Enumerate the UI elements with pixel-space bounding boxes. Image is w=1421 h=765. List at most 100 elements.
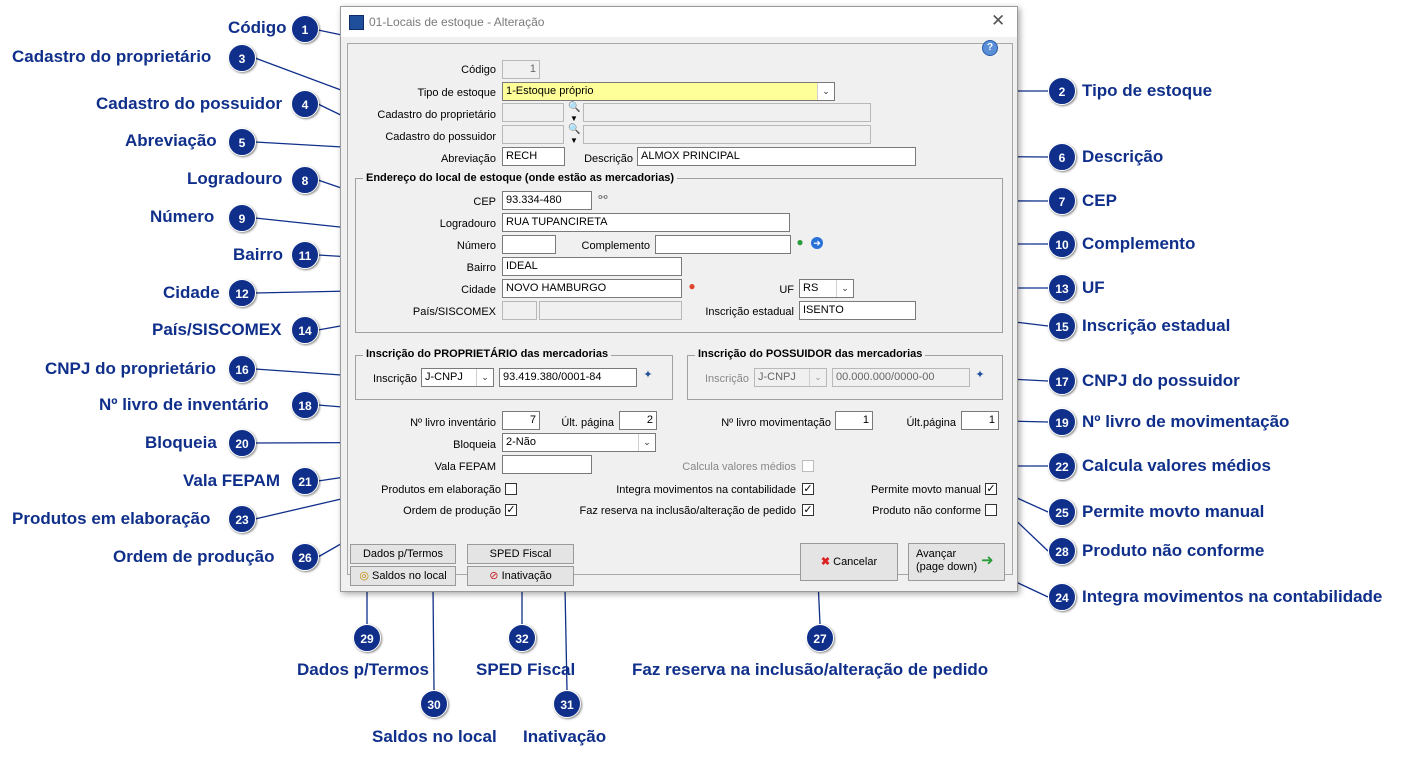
bloqueia-label: Bloqueia [453,439,496,451]
callout-label-17: CNPJ do possuidor [1082,371,1240,390]
callout-badge-9: 9 [228,204,256,232]
search-icon[interactable]: 🔍 [568,124,581,135]
complemento-field[interactable] [655,235,791,254]
pais-code-field[interactable] [502,301,537,320]
numero-label: Número [456,240,496,252]
cad-poss-code-field[interactable] [502,125,564,144]
dados-termos-button[interactable]: Dados p/Termos [350,544,456,564]
nao-conforme-label: Produto não conforme [872,505,981,517]
app-icon [349,15,364,30]
vala-fepam-label: Vala FEPAM [434,461,496,473]
callout-badge-2: 2 [1048,77,1076,105]
directions-icon[interactable]: ➜ [811,237,823,249]
callout-label-31: Inativação [523,727,607,746]
bloqueia-select[interactable]: 2-Não ⌄ [502,433,656,452]
tipo-estoque-select[interactable]: 1-Estoque próprio ⌄ [502,82,835,101]
binoculars-icon[interactable]: ⚯ [598,192,608,204]
callout-badge-15: 15 [1048,312,1076,340]
livro-inv-field[interactable]: 7 [502,411,540,430]
inativacao-button[interactable]: ⊘ Inativação [467,566,574,586]
poss-inscricao-type-value: J-CNPJ [758,371,796,383]
chevron-down-icon[interactable]: ⌄ [638,434,655,451]
receita-icon[interactable]: ✦ [975,369,985,381]
prop-inscricao-type-select[interactable]: J-CNPJ ⌄ [421,368,494,387]
complemento-label: Complemento [581,240,650,252]
faz-reserva-checkbox[interactable]: ✓ [802,504,814,516]
ie-field[interactable]: ISENTO [799,301,916,320]
arrow-down-icon[interactable]: ▼ [570,114,578,123]
cep-field[interactable]: 93.334-480 [502,191,592,210]
cancelar-button[interactable]: ✖ Cancelar [800,543,898,581]
callout-label-5: Abreviação [125,131,217,150]
prod-elab-label: Produtos em elaboração [381,484,501,496]
chevron-down-icon[interactable]: ⌄ [476,369,493,386]
pais-name-field[interactable] [539,301,682,320]
calcula-medios-label: Calcula valores médios [682,461,796,473]
callout-badge-14: 14 [291,316,319,344]
bloqueia-value: 2-Não [506,436,536,448]
integra-label: Integra movimentos na contabilidade [616,484,796,496]
locais-estoque-dialog: 01-Locais de estoque - Alteração ✕ ? Cód… [340,6,1018,592]
cep-label: CEP [473,196,496,208]
livro-mov-field[interactable]: 1 [835,411,873,430]
cidade-field[interactable]: NOVO HAMBURGO [502,279,682,298]
callout-badge-32: 32 [508,624,536,652]
callout-label-3: Cadastro do proprietário [12,47,212,66]
receita-icon[interactable]: ✦ [643,369,653,381]
nao-conforme-checkbox[interactable] [985,504,997,516]
callout-label-8: Logradouro [187,169,283,188]
ult-pagina2-field[interactable]: 1 [961,411,999,430]
callout-badge-3: 3 [228,44,256,72]
saldos-local-button[interactable]: ◎ Saldos no local [350,566,456,586]
ult-pagina-field[interactable]: 2 [619,411,657,430]
callout-badge-13: 13 [1048,274,1076,302]
avancar-button[interactable]: Avançar (page down) ➜ [908,543,1005,581]
uf-select[interactable]: RS ⌄ [799,279,854,298]
chevron-down-icon[interactable]: ⌄ [817,83,834,100]
prod-elab-checkbox[interactable] [505,483,517,495]
arrow-down-icon[interactable]: ▼ [570,136,578,145]
permite-movto-checkbox[interactable]: ✓ [985,483,997,495]
callout-badge-26: 26 [291,543,319,571]
cad-prop-label: Cadastro do proprietário [377,109,496,121]
callout-label-32: SPED Fiscal [476,660,576,679]
descricao-field[interactable]: ALMOX PRINCIPAL [637,147,916,166]
calcula-medios-checkbox[interactable] [802,460,814,472]
ordem-producao-checkbox[interactable]: ✓ [505,504,517,516]
abrev-label: Abreviação [440,153,496,165]
ult-pagina2-label: Últ.página [906,417,956,429]
cad-poss-name-field[interactable] [583,125,871,144]
close-icon[interactable]: ✕ [991,11,1006,30]
search-icon[interactable]: 🔍 [568,102,581,113]
callout-badge-21: 21 [291,467,319,495]
callout-label-24: Integra movimentos na contabilidade [1082,587,1383,606]
map-pin-icon[interactable]: ● [688,279,696,293]
callout-label-28: Produto não conforme [1082,541,1265,560]
callout-badge-31: 31 [553,690,581,718]
descricao-label: Descrição [584,153,633,165]
abrev-field[interactable]: RECH [502,147,565,166]
uf-label: UF [779,284,794,296]
integra-checkbox[interactable]: ✓ [802,483,814,495]
poss-cnpj-field[interactable]: 00.000.000/0000-00 [832,368,970,387]
chevron-down-icon[interactable]: ⌄ [836,280,853,297]
cad-prop-code-field[interactable] [502,103,564,122]
callout-label-26: Ordem de produção [113,547,275,566]
bairro-field[interactable]: IDEAL [502,257,682,276]
help-icon[interactable]: ? [982,40,998,56]
callout-label-18: Nº livro de inventário [99,395,269,414]
numero-field[interactable] [502,235,556,254]
cad-prop-name-field[interactable] [583,103,871,122]
vala-fepam-field[interactable] [502,455,592,474]
map-pin-icon[interactable]: ● [796,235,804,249]
bairro-label: Bairro [466,262,496,274]
logradouro-field[interactable]: RUA TUPANCIRETA [502,213,790,232]
sped-fiscal-button[interactable]: SPED Fiscal [467,544,574,564]
logradouro-label: Logradouro [439,218,496,230]
callout-label-20: Bloqueia [145,433,217,452]
codigo-field[interactable]: 1 [502,60,540,79]
prop-cnpj-field[interactable]: 93.419.380/0001-84 [499,368,637,387]
chevron-down-icon[interactable]: ⌄ [809,369,826,386]
callout-label-2: Tipo de estoque [1082,81,1213,100]
poss-inscricao-type-select[interactable]: J-CNPJ ⌄ [754,368,827,387]
